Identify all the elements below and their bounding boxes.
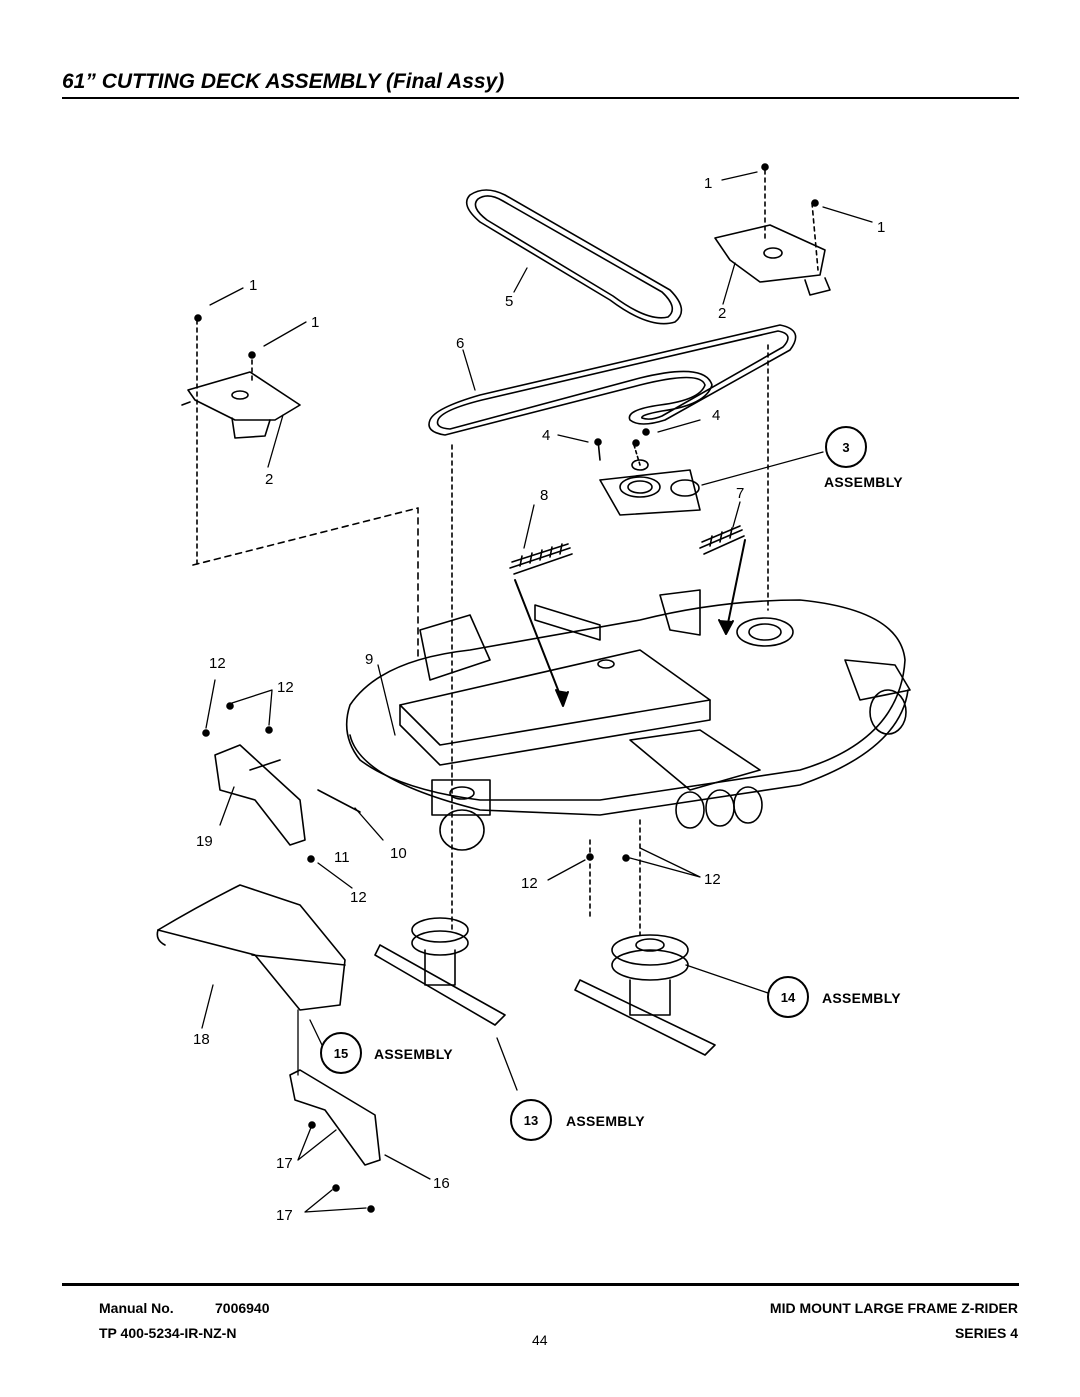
assembly-14-label: ASSEMBLY: [822, 990, 901, 1006]
callout-18: 18: [193, 1031, 210, 1048]
hardware-bolts: [194, 163, 819, 1213]
callout-7: 7: [736, 485, 744, 502]
tension-spring-8: [509, 543, 573, 575]
blade-spindle-assembly-14: [574, 934, 716, 1056]
idler-pulley-assembly: [597, 439, 701, 516]
assembly-14-number: 14: [781, 990, 796, 1005]
callout-1-top-right: 1: [877, 219, 885, 236]
callout-10: 10: [390, 845, 407, 862]
belt-cover-bracket-right: [714, 169, 831, 296]
assembly-13-label: ASSEMBLY: [566, 1113, 645, 1129]
discharge-chute: [156, 884, 346, 1011]
callout-8: 8: [540, 487, 548, 504]
title-rule: [62, 97, 1019, 99]
assembly-3-number: 3: [842, 440, 849, 455]
discharge-cover-plate: [289, 1069, 381, 1166]
callout-2-left: 2: [265, 471, 273, 488]
series-label: SERIES 4: [954, 1325, 1018, 1341]
callout-9: 9: [365, 651, 373, 668]
callout-12-a: 12: [209, 655, 226, 672]
callout-5: 5: [505, 293, 513, 310]
callout-17-a: 17: [276, 1155, 293, 1172]
footer-rule: [62, 1283, 1019, 1286]
manual-number: 7006940: [215, 1300, 270, 1316]
callout-6: 6: [456, 335, 464, 352]
mower-deck-shell: [345, 589, 909, 816]
left-caster-wheel: [431, 779, 491, 851]
callout-12-e: 12: [704, 871, 721, 888]
callout-11: 11: [334, 849, 350, 866]
right-caster-wheel: [844, 659, 911, 735]
assembly-15-label: ASSEMBLY: [374, 1046, 453, 1062]
callout-12-b: 12: [277, 679, 294, 696]
manual-label: Manual No.: [99, 1300, 174, 1316]
drive-belt-large: [428, 324, 797, 436]
callout-1-left-a: 1: [249, 277, 257, 294]
callout-12-c: 12: [350, 889, 367, 906]
belt-cover-bracket-left: [181, 319, 419, 691]
callout-1-left-b: 1: [311, 314, 319, 331]
product-name: MID MOUNT LARGE FRAME Z-RIDER: [769, 1300, 1018, 1316]
chute-mount-bracket: [214, 744, 361, 846]
assembly-3-label: ASSEMBLY: [824, 474, 903, 490]
callout-19: 19: [196, 833, 213, 850]
front-gauge-rollers: [629, 729, 763, 829]
callout-1-top: 1: [704, 175, 712, 192]
assembly-leader-lines: [451, 344, 769, 936]
callout-4-right: 4: [712, 407, 720, 424]
page-title: 61” CUTTING DECK ASSEMBLY (Final Assy): [62, 70, 505, 93]
callout-2-right: 2: [718, 305, 726, 322]
spring-routing-arrows: [514, 539, 746, 707]
assembly-callout-circles: [320, 426, 867, 1141]
assembly-15-number: 15: [334, 1046, 348, 1061]
blade-spindle-assembly-13: [374, 917, 506, 1026]
callout-17-b: 17: [276, 1207, 293, 1224]
callout-12-d: 12: [521, 875, 538, 892]
assembly-13-number: 13: [524, 1113, 538, 1128]
callout-leaders: [201, 171, 873, 1213]
drive-belt-small: [465, 189, 683, 325]
tp-code: TP 400-5234-IR-NZ-N: [99, 1325, 237, 1341]
page-number: 44: [532, 1332, 548, 1348]
tension-spring-7: [699, 525, 745, 555]
callout-4-left: 4: [542, 427, 550, 444]
callout-16: 16: [433, 1175, 450, 1192]
